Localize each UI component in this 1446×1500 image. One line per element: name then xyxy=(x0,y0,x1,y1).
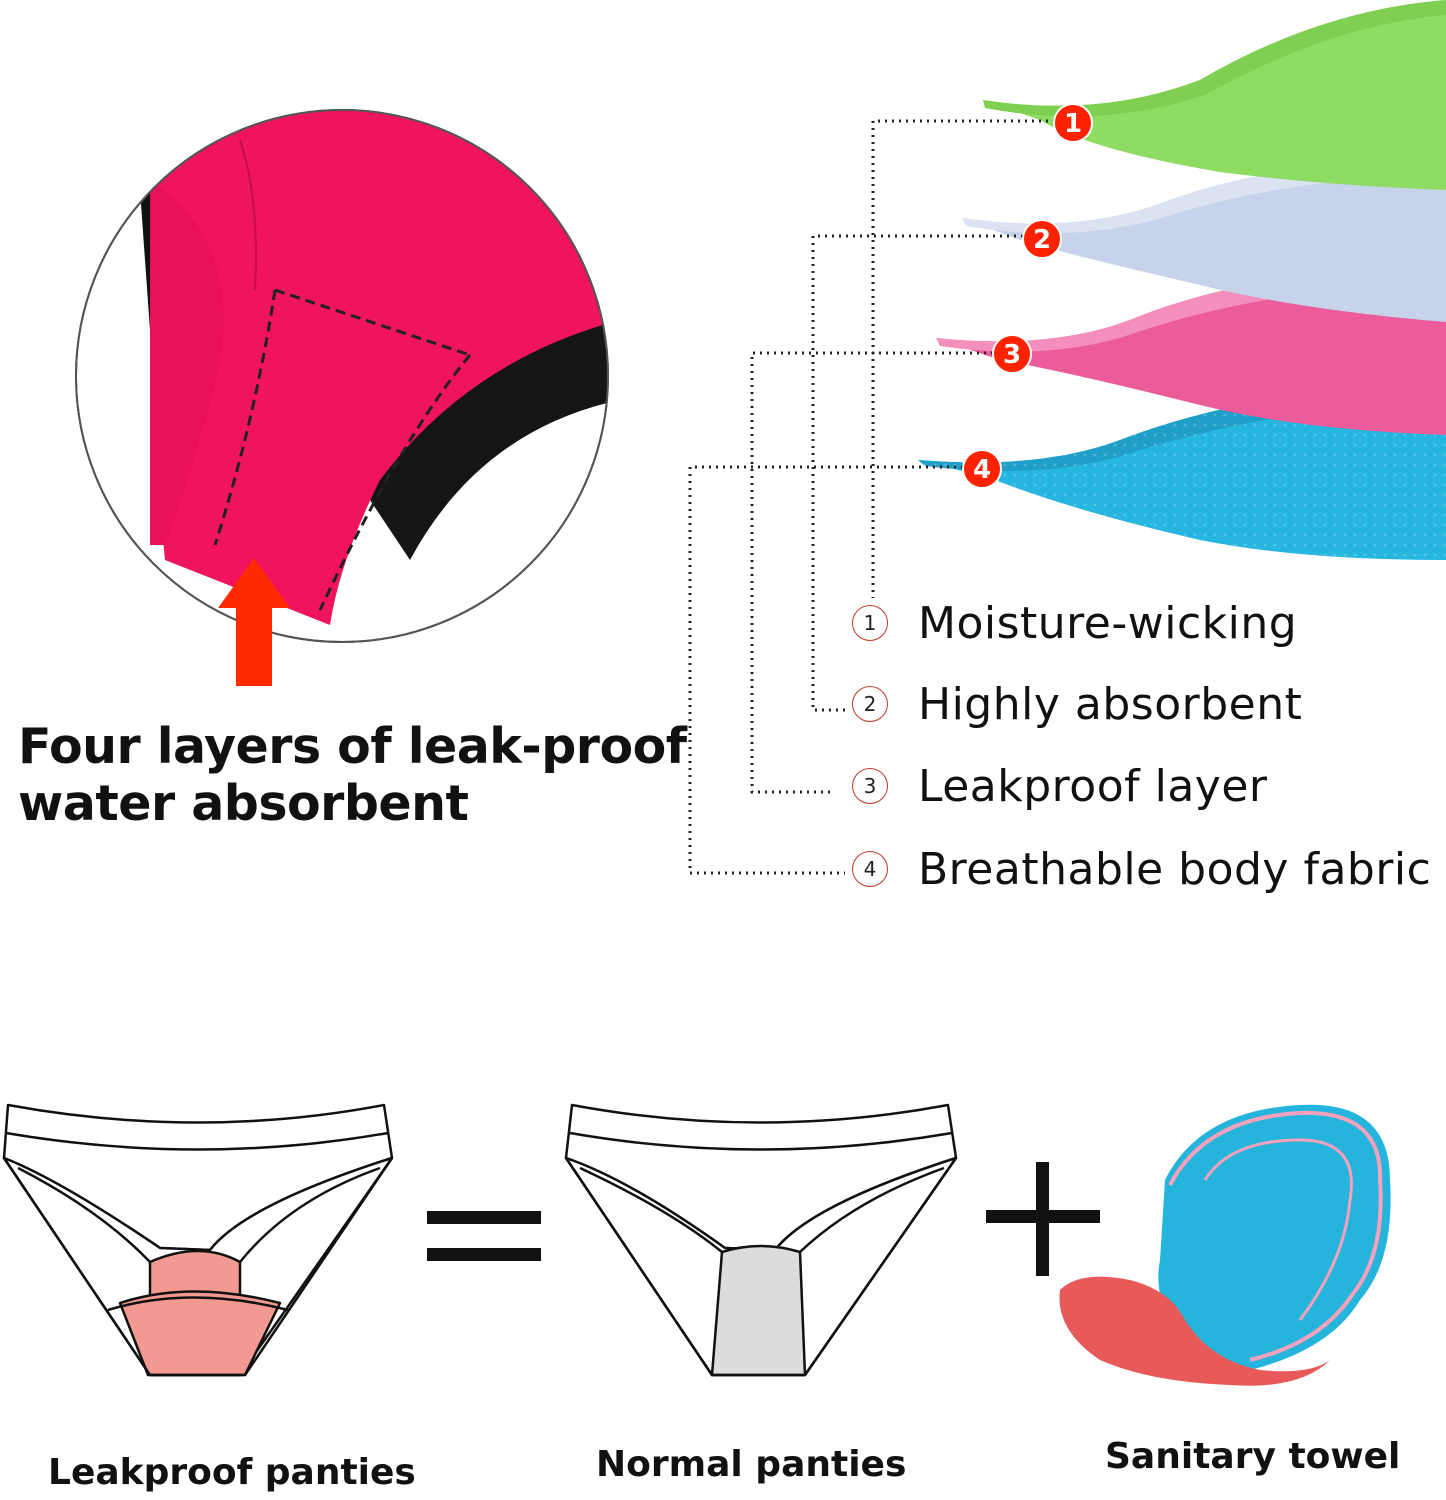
leakproof-panties-drawing xyxy=(2,1103,394,1377)
badge-1: 1 xyxy=(1053,103,1093,143)
circled-number-2: 2 xyxy=(852,686,888,722)
layer-label-3: Leakproof layer xyxy=(918,760,1268,812)
caption-sanitary-towel: Sanitary towel xyxy=(1105,1436,1401,1477)
layer-sheets xyxy=(918,0,1446,560)
layer-legend-item-4: 4 Breathable body fabric xyxy=(852,841,1431,897)
circled-number-3: 3 xyxy=(852,768,888,804)
layer-label-4: Breathable body fabric xyxy=(918,843,1432,895)
leader-lines xyxy=(688,119,1055,875)
circled-number-4: 4 xyxy=(852,851,888,887)
arrow-up-icon xyxy=(218,558,290,686)
layer-legend-item-2: 2 Highly absorbent xyxy=(852,676,1302,732)
equals-sign xyxy=(427,1211,541,1261)
layer-label-1: Moisture-wicking xyxy=(918,597,1298,649)
badge-3: 3 xyxy=(992,334,1032,374)
headline-line-1: Four layers of leak-proof xyxy=(18,718,687,775)
sanitary-pad-drawing xyxy=(1059,1104,1391,1386)
caption-normal-panties: Normal panties xyxy=(596,1444,907,1485)
badge-3-number: 3 xyxy=(1003,340,1021,370)
normal-panties-drawing xyxy=(564,1103,958,1377)
badge-4-number: 4 xyxy=(973,455,991,485)
gusset-closeup xyxy=(75,109,609,643)
layer-badges: 1 2 3 4 xyxy=(962,103,1093,489)
layer-legend-item-1: 1 Moisture-wicking xyxy=(852,595,1297,651)
circled-number-1: 1 xyxy=(852,605,888,641)
caption-leakproof-panties: Leakproof panties xyxy=(48,1452,416,1493)
layer-legend-item-3: 3 Leakproof layer xyxy=(852,758,1268,814)
badge-4: 4 xyxy=(962,449,1002,489)
layer-label-2: Highly absorbent xyxy=(918,678,1303,730)
badge-2-number: 2 xyxy=(1033,225,1051,255)
badge-1-number: 1 xyxy=(1064,109,1082,139)
badge-2: 2 xyxy=(1022,219,1062,259)
headline: Four layers of leak-proof water absorben… xyxy=(18,718,698,832)
plus-sign xyxy=(986,1162,1100,1276)
headline-line-2: water absorbent xyxy=(18,775,469,832)
